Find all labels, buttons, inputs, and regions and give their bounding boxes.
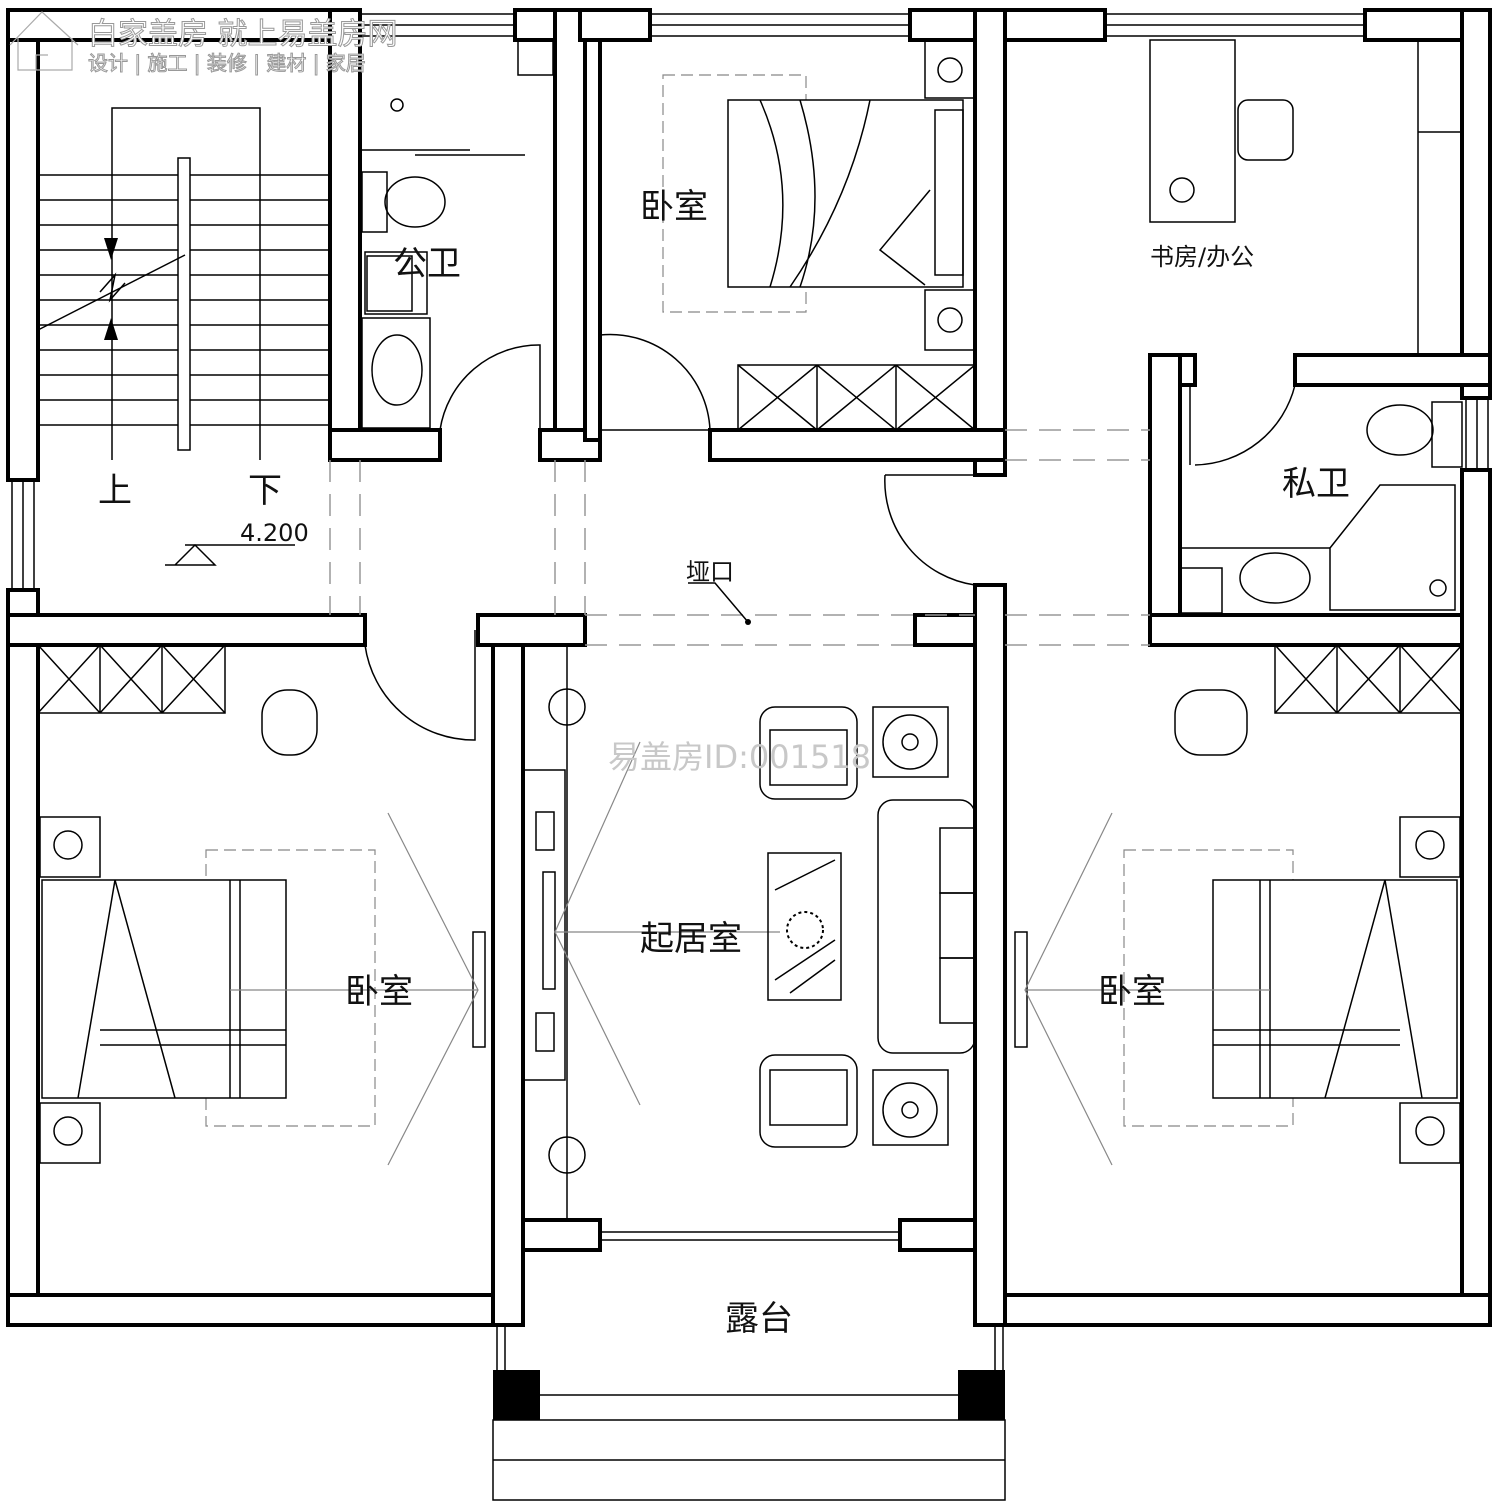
room-label-private-bath: 私卫 bbox=[1282, 464, 1350, 504]
watermark-brand: 白家盖房 就上易盖房网 bbox=[88, 17, 398, 52]
windows bbox=[11, 13, 1489, 591]
staircase bbox=[37, 107, 330, 566]
room-label-terrace: 露台 bbox=[725, 1299, 793, 1339]
opening-label: 垭口 bbox=[686, 558, 734, 586]
opening-lines bbox=[329, 429, 1150, 646]
elevation-label: 4.200 bbox=[240, 519, 309, 547]
watermark-logo-icon bbox=[9, 11, 79, 71]
room-label-study: 书房/办公 bbox=[1150, 243, 1254, 271]
stair-up-label: 上 bbox=[98, 471, 132, 511]
room-label-public-bath: 公卫 bbox=[393, 244, 461, 284]
walls bbox=[6, 8, 1492, 1501]
watermark-services: 设计 | 施工 | 装修 | 建材 | 家居 bbox=[88, 51, 366, 75]
stair-down-label: 下 bbox=[248, 471, 282, 511]
room-label-living: 起居室 bbox=[640, 919, 742, 959]
room-label-bedroom-right: 卧室 bbox=[1098, 972, 1166, 1012]
room-label-bedroom-left: 卧室 bbox=[345, 972, 413, 1012]
watermark-id: 易盖房ID:001518 bbox=[608, 738, 871, 776]
doors bbox=[364, 333, 1296, 741]
room-label-bedroom-top: 卧室 bbox=[640, 187, 708, 227]
furniture bbox=[37, 39, 1463, 1220]
